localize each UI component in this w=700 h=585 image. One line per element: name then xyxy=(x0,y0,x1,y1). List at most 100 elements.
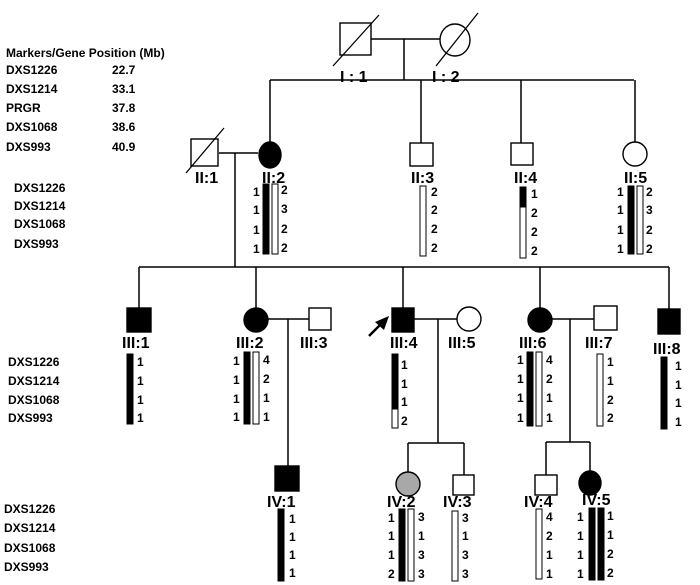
table-marker-position: 33.1 xyxy=(112,82,136,96)
haplotype-left: 1 1 1 1 xyxy=(617,185,635,256)
haplotype-right: 1 1 1 1 xyxy=(277,508,296,582)
haplotype-bar xyxy=(391,408,399,429)
allele: 1 xyxy=(137,411,144,425)
affected-female-symbol xyxy=(258,141,282,169)
allele: 1 xyxy=(577,510,584,524)
allele: 2 xyxy=(531,206,538,220)
allele: 1 xyxy=(607,528,614,542)
allele: 1 xyxy=(388,548,395,562)
haplotype-bar xyxy=(535,508,543,580)
allele: 1 xyxy=(675,396,682,410)
allele: 1 xyxy=(289,512,296,526)
allele: 1 xyxy=(675,359,682,373)
haplotype-bar xyxy=(451,510,459,582)
haplotype-right: 4 2 1 1 xyxy=(252,351,270,425)
allele: 1 xyxy=(617,223,624,237)
allele: 2 xyxy=(281,183,288,197)
allele: 1 xyxy=(253,223,260,237)
table-marker-name: DXS1068 xyxy=(6,120,58,134)
haplotype-bar xyxy=(277,508,285,582)
individual-label: II:4 xyxy=(514,170,537,187)
individual-label: III:2 xyxy=(236,335,264,352)
allele: 1 xyxy=(401,395,408,409)
haplotype-left: 1 1 1 1 xyxy=(233,351,251,425)
individual-label: III:5 xyxy=(448,335,476,352)
allele: 1 xyxy=(607,509,614,523)
individual-label: IV:1 xyxy=(267,494,296,511)
individual: IV:2 1 1 1 2 3 1 3 3 xyxy=(387,471,425,582)
individual-label: III:7 xyxy=(585,335,613,352)
haplotype-right: 4 2 1 1 xyxy=(535,508,553,581)
allele: 1 xyxy=(289,530,296,544)
deceased-slash xyxy=(435,12,479,67)
allele: 3 xyxy=(418,510,425,524)
allele: 1 xyxy=(577,529,584,543)
affected-male-symbol xyxy=(126,307,152,333)
female-symbol xyxy=(456,306,482,332)
allele: 2 xyxy=(431,222,438,236)
haplotype-bar xyxy=(271,183,279,255)
allele: 1 xyxy=(546,391,553,405)
haplotype-right: 2 3 2 2 xyxy=(636,185,653,256)
individual-label: III:8 xyxy=(653,341,681,358)
allele: 4 xyxy=(546,510,553,524)
allele: 1 xyxy=(517,411,524,425)
allele: 4 xyxy=(546,353,553,367)
individual: I : 2 xyxy=(432,12,479,86)
haplotype-bar xyxy=(398,508,406,582)
allele: 1 xyxy=(137,355,144,369)
haplotype-right: 1 1 2 2 xyxy=(596,353,614,427)
marker-label: DXS1214 xyxy=(8,374,60,388)
allele: 1 xyxy=(137,393,144,407)
table-marker-name: DXS993 xyxy=(6,140,51,154)
haplotype-right: 2 2 2 2 xyxy=(419,185,438,257)
marker-label: DXS1226 xyxy=(8,355,60,369)
individual: III:1 1 1 1 1 xyxy=(122,307,152,425)
haplotype-bar xyxy=(597,507,605,581)
allele: 1 xyxy=(462,529,469,543)
haplotype-left: 1 1 1 1 xyxy=(517,351,534,427)
marker-label: DXS1214 xyxy=(4,521,56,535)
individual: IV:3 3 1 3 3 xyxy=(443,474,475,582)
haplotype-bar xyxy=(419,185,427,257)
marker-label: DXS1068 xyxy=(8,393,60,407)
marker-label: DXS1214 xyxy=(14,199,66,213)
table-marker-position: 40.9 xyxy=(112,140,136,154)
allele: 1 xyxy=(675,378,682,392)
allele: 1 xyxy=(253,203,260,217)
haplotype-bar xyxy=(126,353,134,425)
marker-label: DXS993 xyxy=(8,411,53,425)
allele: 1 xyxy=(233,373,240,387)
table-marker-name: DXS1214 xyxy=(6,82,58,96)
allele: 4 xyxy=(263,353,270,367)
individual: III:6 1 1 1 1 4 2 1 1 xyxy=(517,307,553,427)
table-marker-position: 22.7 xyxy=(112,63,136,77)
deceased-slash xyxy=(332,14,380,67)
haplotype-right: 2 3 2 2 xyxy=(271,183,288,255)
individual: I : 1 xyxy=(332,14,380,86)
haplotype-bar xyxy=(243,351,251,425)
individual: III:3 xyxy=(300,307,332,352)
individual: II:2 1 1 1 1 2 3 2 2 xyxy=(253,141,288,256)
individual: II:1 xyxy=(185,127,225,187)
allele: 2 xyxy=(531,244,538,258)
allele: 2 xyxy=(646,242,653,256)
haplotype-bar xyxy=(407,508,415,582)
individual: III:8 1 1 1 1 xyxy=(653,308,682,430)
allele: 1 xyxy=(233,354,240,368)
individual-label: IV:2 xyxy=(387,494,416,511)
individual: II:3 2 2 2 2 xyxy=(409,142,438,257)
allele: 1 xyxy=(263,410,270,424)
allele: 1 xyxy=(253,242,260,256)
haplotype-right: 4 2 1 1 xyxy=(535,351,553,427)
affected-female-symbol xyxy=(527,307,553,333)
affected-female-symbol xyxy=(578,470,602,496)
carrier-female-symbol xyxy=(395,471,421,497)
allele: 1 xyxy=(577,567,584,581)
allele: 1 xyxy=(517,353,524,367)
allele: 2 xyxy=(607,411,614,425)
allele: 3 xyxy=(418,548,425,562)
haplotype-right: 3 1 3 3 xyxy=(451,510,469,582)
allele: 1 xyxy=(137,374,144,388)
